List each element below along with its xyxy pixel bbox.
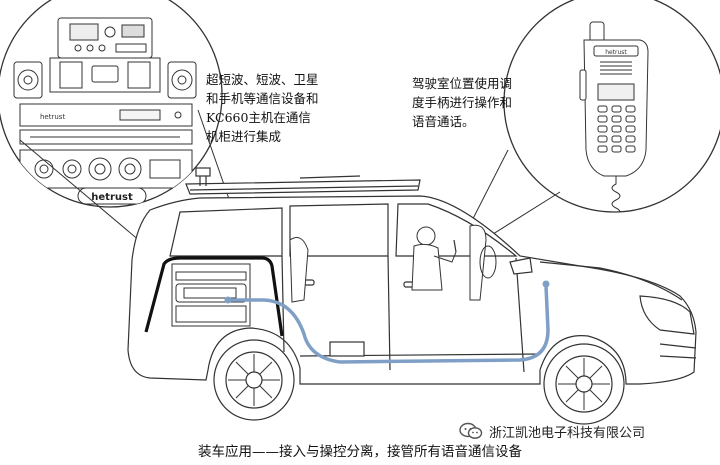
rear-wheel	[213, 339, 295, 421]
cabinet-annotation: 超短波、短波、卫星 和手机等通信设备和 KC660主机在通信 机柜进行集成	[206, 72, 319, 144]
handset-zoom-circle: hetrust	[503, 0, 720, 213]
handset-keypad	[597, 105, 636, 153]
brand-label: hetrust	[91, 192, 133, 203]
interior	[289, 224, 497, 303]
brand-plate	[77, 187, 147, 205]
svg-text:hetrust: hetrust	[605, 49, 627, 56]
communication-cabinet	[144, 256, 284, 337]
watermark-text: 浙江凯池电子科技有限公司	[489, 425, 646, 441]
signal-cable	[226, 284, 550, 364]
cable-end-cabinet	[224, 296, 232, 304]
steering-wheel	[479, 245, 497, 279]
figure-caption: 装车应用——接入与操控分离，接管所有语音通信设备	[198, 444, 522, 460]
handset-annotation: 驾驶室位置使用调 度手柄进行操作和 语音通话。	[412, 76, 513, 129]
cable-end-dashboard	[542, 280, 550, 288]
wechat-icon	[459, 422, 483, 440]
watermark: 浙江凯池电子科技有限公司	[459, 420, 714, 442]
front-wheel	[543, 343, 625, 425]
handset-in-cab	[453, 239, 457, 253]
driver-head	[416, 226, 436, 246]
svg-text:hetrust: hetrust	[40, 113, 65, 121]
cabinet-zoom-circle: hetrust hetrust	[0, 0, 223, 208]
driver-body	[411, 243, 443, 291]
